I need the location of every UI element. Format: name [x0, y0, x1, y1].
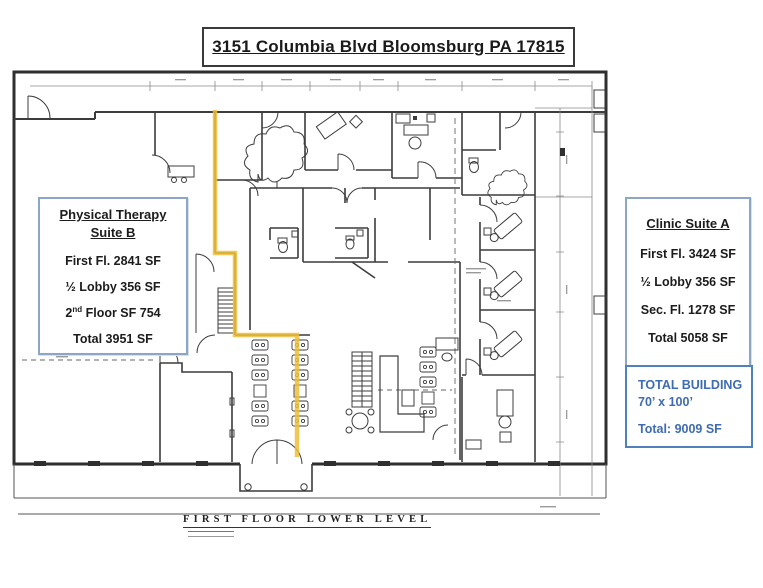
furniture: [167, 111, 528, 450]
wall-hatches: [34, 461, 560, 466]
plant-decoration-2: [487, 169, 528, 206]
clinic-a-heading: Clinic Suite A: [646, 216, 730, 231]
suite-b-heading-line1: Physical Therapy: [59, 207, 167, 222]
stairs-suite-b: [217, 287, 236, 334]
clinic-a-first-floor: First Fl. 3424 SF: [640, 247, 736, 261]
dimension-lines: [30, 81, 593, 496]
entrance-double-doors: [251, 439, 303, 465]
lower-level-outline: [13, 464, 607, 515]
gym-equipment: [251, 339, 437, 427]
address-title-box: 3151 Columbia Blvd Bloomsburg PA 17815: [202, 27, 575, 67]
scale-notation-mark: [188, 531, 234, 537]
total-building-box: TOTAL BUILDING 70’ x 100’ Total: 9009 SF: [625, 365, 753, 448]
suite-b-info-box: Physical Therapy Suite B First Fl. 2841 …: [38, 197, 188, 355]
rooftop-units: [560, 89, 607, 315]
floor-level-label: FIRST FLOOR LOWER LEVEL: [183, 514, 432, 528]
total-building-title: TOTAL BUILDING: [638, 378, 743, 392]
clinic-a-second-floor: Sec. Fl. 1278 SF: [640, 303, 736, 317]
suite-b-heading-line2: Suite B: [90, 225, 136, 240]
suite-b-second-floor: 2nd Floor SF 754: [65, 304, 161, 320]
floor-plan-drawing: [12, 70, 608, 515]
total-building-dimensions: 70’ x 100’: [638, 395, 693, 409]
door-arcs: [27, 95, 522, 441]
entrance-porch: [239, 439, 313, 492]
stairs-clinic-a: [351, 351, 373, 408]
clinic-a-total: Total 5058 SF: [648, 331, 728, 345]
top-corridor-wall: [14, 111, 606, 120]
suite-b-first-floor: First Fl. 2841 SF: [65, 254, 161, 268]
address-title: 3151 Columbia Blvd Bloomsburg PA 17815: [212, 37, 565, 56]
clinic-a-lobby: ½ Lobby 356 SF: [640, 275, 736, 289]
total-building-sf: Total: 9009 SF: [638, 422, 722, 436]
plant-decoration: [244, 125, 308, 188]
suite-divider-highlight: [212, 110, 300, 457]
dimension-text-marks: [175, 79, 569, 508]
suite-b-lobby: ½ Lobby 356 SF: [65, 280, 161, 294]
suite-b-total: Total 3951 SF: [73, 332, 153, 346]
clinic-a-info-box: Clinic Suite A First Fl. 3424 SF ½ Lobby…: [625, 197, 751, 367]
